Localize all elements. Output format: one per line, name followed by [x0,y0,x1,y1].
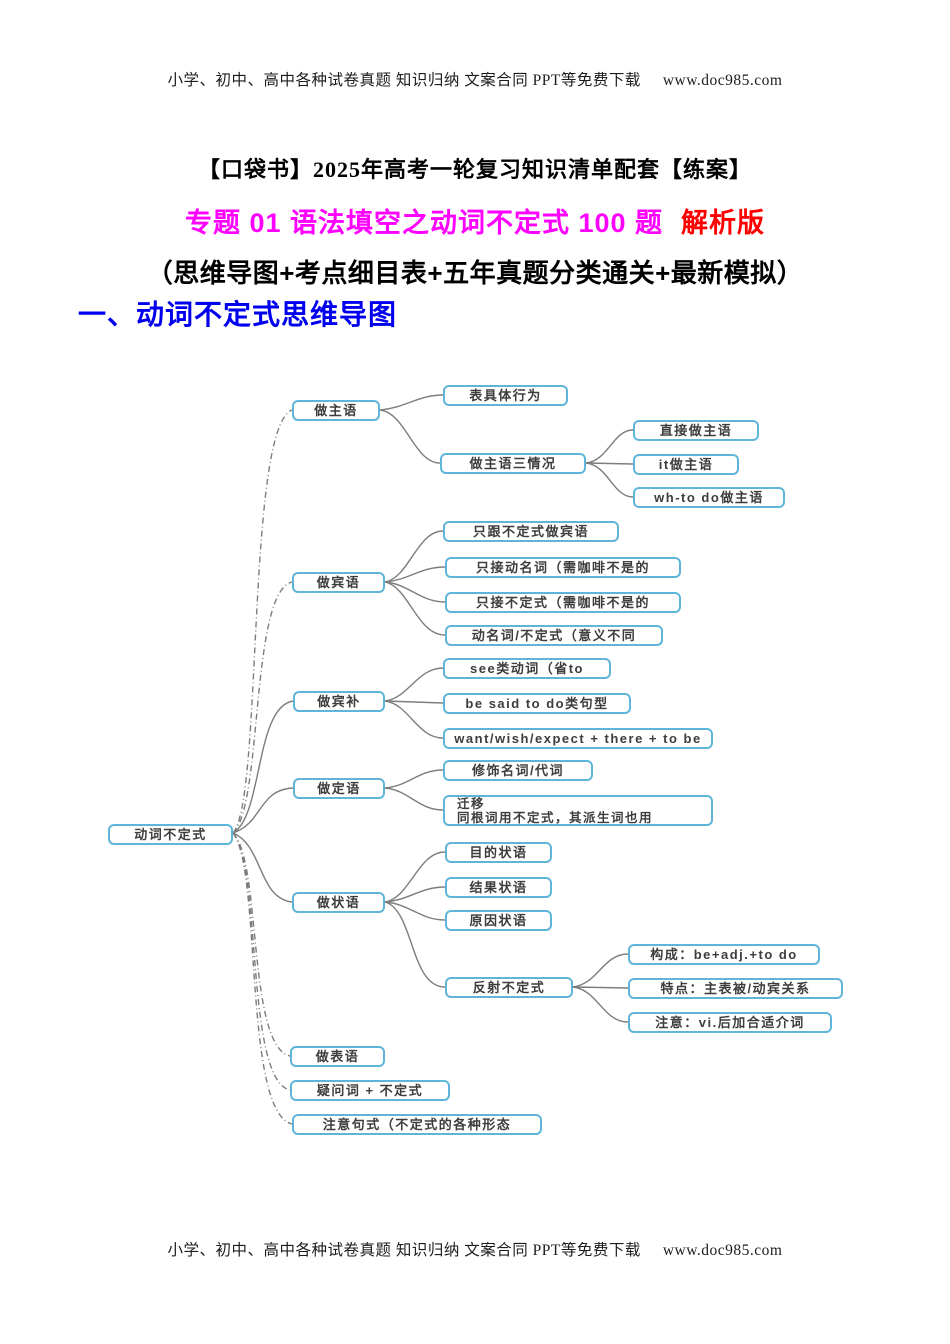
mindmap-node-whzy: wh-to do做主语 [633,487,785,508]
mindmap-node-biaoyu: 做表语 [290,1046,385,1067]
connector-root-zhuyu [232,409,293,834]
connector-root-zhuyijushi [232,832,293,1125]
connector-line [379,409,441,464]
mindmap-node-binbu: 做宾补 [293,691,385,712]
connector-line [384,901,446,988]
mindmap-node-zjbds: 只接不定式（需咖啡不是的 [445,592,681,613]
mindmap-node-binyu: 做宾语 [292,572,385,593]
mindmap-node-qianyi-line2: 同根词用不定式，其派生词也用 [457,810,654,825]
mindmap-node-mudi: 目的状语 [445,842,552,863]
connector-line [384,886,446,903]
doc-header-site-url: www.doc985.com [662,72,783,89]
mindmap-node-dingyu: 做定语 [293,778,385,799]
mindmap-node-sqk: 做主语三情况 [440,453,586,474]
mindmap-node-tedian: 特点：主表被/动宾关系 [628,978,843,999]
mindmap-node-bjxw: 表具体行为 [443,385,568,406]
mindmap-node-zhuyu: 做主语 [292,400,380,421]
mindmap-node-jieguo: 结果状语 [445,877,552,898]
connector-line [384,851,446,903]
doc-header-text: 小学、初中、高中各种试卷真题 知识归纳 文案合同 PPT等免费下载 [167,72,641,89]
connector-line [384,581,446,603]
title-topic: 专题 01 语法填空之动词不定式 100 题解析版 [0,201,950,240]
mindmap-node-yiwenci: 疑问词 + 不定式 [290,1080,450,1101]
mindmap-node-fanshe: 反射不定式 [445,977,573,998]
mindmap-node-zhuangyu: 做状语 [292,892,385,913]
connector-line [384,700,444,704]
connector-line [585,462,634,498]
title-topic-text: 专题 01 语法填空之动词不定式 100 题 [184,208,664,238]
connector-line [384,787,444,811]
doc-footer-site-url: www.doc985.com [662,1242,783,1259]
mindmap-node-root: 动词不定式 [108,824,233,845]
mindmap-node-qianyi: 迁移 同根词用不定式，其派生词也用 [443,795,713,826]
mindmap-node-itzy: it做主语 [633,454,739,475]
mindmap-node-zjzy: 直接做主语 [633,420,759,441]
connector-line [384,769,444,789]
connector-line [384,901,446,921]
doc-footer-text: 小学、初中、高中各种试卷真题 知识归纳 文案合同 PPT等免费下载 [167,1242,641,1259]
mindmap-node-besaid: be said to do类句型 [443,693,631,714]
connector-root-biaoyu [232,832,291,1057]
mindmap-node-dmcbds: 动名词/不定式（意义不同 [445,625,663,646]
connector-line [585,429,634,464]
section-heading: 一、动词不定式思维导图 [78,299,398,330]
mindmap-node-wantwish: want/wish/expect + there + to be [443,728,713,749]
doc-header: 小学、初中、高中各种试卷真题 知识归纳 文案合同 PPT等免费下载 www.doc… [0,68,950,90]
mindmap-node-zhuyi: 注意：vi.后加合适介词 [628,1012,832,1033]
mindmap-node-xiushi: 修饰名词/代词 [443,760,593,781]
mindmap-node-zgbds: 只跟不定式做宾语 [443,521,619,542]
mindmap-node-goucheng: 构成：be+adj.+to do [628,944,820,965]
mindmap-node-zhuyijushi: 注意句式（不定式的各种形态 [292,1114,542,1135]
mindmap-node-seelei: see类动词（省to [443,658,611,679]
title-booklet: 【口袋书】2025年高考一轮复习知识清单配套【练案】 [197,157,752,182]
connector-root-yiwenci [232,832,291,1091]
connector-root-dingyu [232,787,294,834]
doc-footer: 小学、初中、高中各种试卷真题 知识归纳 文案合同 PPT等免费下载 www.doc… [0,1238,950,1260]
connector-root-binyu [232,581,293,834]
connector-line [384,667,444,702]
mindmap-node-yuanyin: 原因状语 [445,910,552,931]
connector-line [379,394,444,411]
connector-line [384,581,446,636]
mindmap-node-qianyi-line1: 迁移 [457,796,486,811]
connector-line [572,986,629,1023]
connector-line [384,530,444,583]
connector-line [384,700,444,739]
connector-line [384,566,446,583]
connector-line [572,986,629,989]
title-topic-tag: 解析版 [681,208,766,238]
title-subtitle: （思维导图+考点细目表+五年真题分类通关+最新模拟） [146,258,804,288]
connector-root-binbu [232,700,294,834]
connector-line [572,953,629,988]
mindmap-node-zjdmc: 只接动名词（需咖啡不是的 [445,557,681,578]
connector-line [585,462,634,465]
connector-root-zhuangyu [232,832,293,903]
